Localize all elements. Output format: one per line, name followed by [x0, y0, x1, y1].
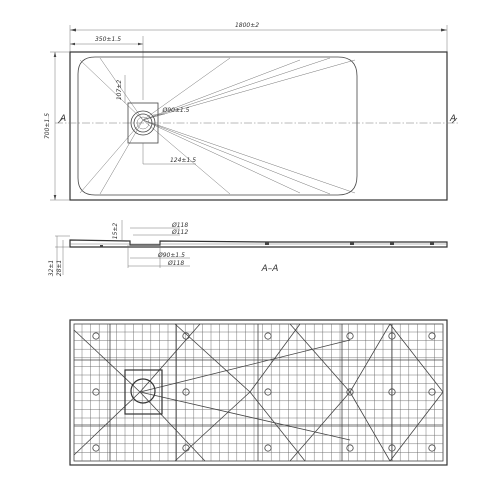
dimension-width: 700±1.5 [44, 51, 70, 201]
section-profile [69, 239, 448, 248]
diagonal-ribs [73, 323, 444, 462]
support-boss [182, 444, 190, 452]
support-boss [182, 332, 190, 340]
support-boss [388, 444, 396, 452]
support-boss [388, 332, 396, 340]
body-height-label: 28±1 [56, 260, 63, 276]
diameter-90: Ø90±1.5 [157, 252, 185, 259]
overall-length-label: 1800±2 [235, 22, 259, 29]
support-boss [428, 388, 436, 396]
dimension-overall-length: 1800±2 [69, 22, 448, 52]
section-marker-left: A [59, 114, 66, 124]
support-boss [346, 444, 354, 452]
support-boss [264, 332, 272, 340]
width-label: 700±1.5 [44, 113, 51, 139]
diameter-118-bottom: Ø118 [167, 260, 184, 267]
diameter-118-top: Ø118 [171, 222, 188, 229]
support-boss [264, 388, 272, 396]
bottom-drain-fitting [124, 369, 163, 415]
support-boss [92, 444, 100, 452]
dimension-drain-inset: 107±2 [116, 75, 126, 103]
top-view: 1800±2 350±1.5 A [44, 22, 460, 201]
section-view: 15±2 Ø118 Ø112 Ø90±1.5 Ø118 32±1 28±1 A–… [48, 220, 448, 276]
drain-flange-label: 124±1.5 [170, 157, 196, 164]
drain-offset-label: 350±1.5 [95, 36, 121, 43]
drain-diameter-label: Ø90±1.5 [162, 107, 190, 114]
total-height-label: 32±1 [48, 260, 55, 276]
section-marker-right: A [449, 114, 456, 124]
rib-grid [74, 324, 444, 461]
support-boss [346, 332, 354, 340]
support-boss [428, 444, 436, 452]
support-boss [182, 388, 190, 396]
tray-outline [69, 51, 448, 201]
support-boss [388, 388, 396, 396]
support-boss [428, 332, 436, 340]
support-bosses [92, 332, 436, 452]
bottom-view [69, 319, 448, 466]
slope-lines [79, 57, 356, 195]
basin-outline [77, 56, 358, 196]
section-title: A–A [261, 264, 279, 274]
drain-inset-label: 107±2 [116, 80, 123, 100]
support-boss [264, 444, 272, 452]
support-boss [92, 332, 100, 340]
support-boss [346, 388, 354, 396]
support-boss [92, 388, 100, 396]
lip-label: 15±2 [112, 223, 119, 240]
bottom-outline [69, 319, 448, 466]
diameter-112: Ø112 [171, 229, 188, 236]
section-ribs [100, 242, 434, 247]
dimension-drain-offset: 350±1.5 [70, 36, 144, 100]
